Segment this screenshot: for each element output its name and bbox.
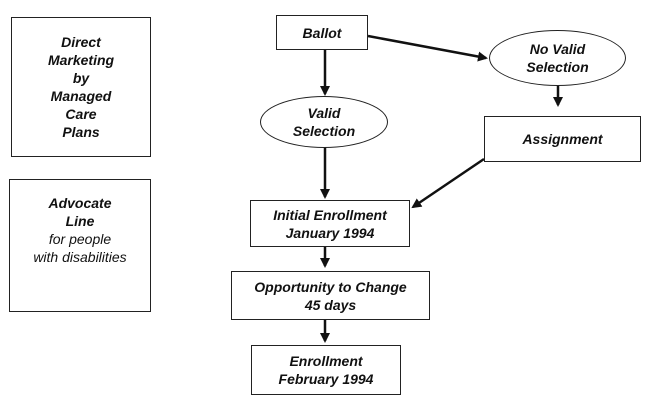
- assignment-label: Assignment: [522, 131, 603, 147]
- assignment-box: Assignment: [484, 116, 641, 162]
- direct-marketing-box: Direct Marketing by Managed Care Plans: [11, 17, 151, 157]
- initial-enrollment-box: Initial Enrollment January 1994: [250, 200, 410, 247]
- no-valid-selection-line: No Valid: [529, 41, 586, 57]
- valid-selection-line: Valid: [307, 105, 341, 121]
- ballot-label: Ballot: [302, 24, 342, 41]
- advocate-line-title: Line: [65, 213, 95, 229]
- direct-marketing-line: Marketing: [47, 52, 115, 68]
- advocate-line-subtitle: for people: [48, 231, 112, 247]
- advocate-line-subtitle: with disabilities: [33, 249, 127, 265]
- initial-enrollment-line: Initial Enrollment: [273, 206, 387, 223]
- direct-marketing-line: Managed: [50, 88, 112, 104]
- valid-selection-line: Selection: [292, 123, 356, 139]
- opportunity-to-change-box: Opportunity to Change 45 days: [231, 271, 430, 320]
- enrollment-line: Enrollment: [289, 353, 363, 369]
- advocate-line-title: Advocate: [48, 195, 112, 211]
- direct-marketing-line: Plans: [62, 124, 100, 140]
- valid-selection-oval: Valid Selection: [260, 96, 388, 148]
- initial-enrollment-line: January 1994: [285, 224, 375, 241]
- enrollment-line: February 1994: [278, 371, 374, 387]
- direct-marketing-line: by: [72, 70, 90, 86]
- opportunity-to-change-line: 45 days: [304, 296, 357, 313]
- direct-marketing-line: Direct: [61, 34, 101, 50]
- no-valid-selection-line: Selection: [526, 59, 589, 75]
- advocate-line-box: Advocate Line for people with disabiliti…: [9, 179, 151, 312]
- enrollment-box: Enrollment February 1994: [251, 345, 401, 395]
- no-valid-selection-oval: No Valid Selection: [489, 30, 626, 86]
- arrow-assignment-to-initial: [411, 157, 485, 209]
- direct-marketing-line: Care: [65, 106, 97, 122]
- opportunity-to-change-line: Opportunity to Change: [254, 278, 407, 295]
- ballot-box: Ballot: [276, 15, 368, 50]
- arrow-ballot-to-no-valid: [367, 34, 488, 62]
